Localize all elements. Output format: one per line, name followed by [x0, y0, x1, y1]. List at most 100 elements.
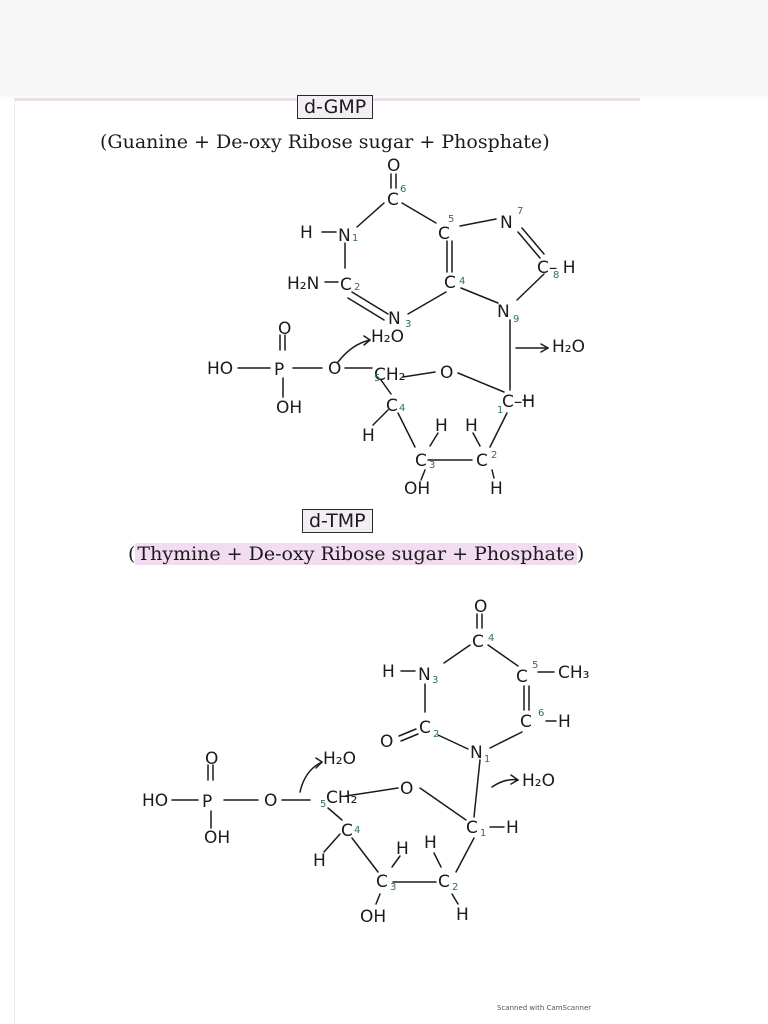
scanner-footer: Scanned with CamScanner [497, 1004, 592, 1012]
dtmp-num-4p: 4 [354, 825, 360, 836]
dtmp-num-3p: 3 [390, 882, 396, 893]
dtmp-ring-o: O [400, 779, 413, 799]
dtmp-ch3: CH₃ [558, 663, 589, 683]
dtmp-h2a: H [424, 833, 437, 853]
dgmp-num-2p: 2 [491, 450, 497, 461]
dgmp-p-oh: OH [276, 398, 302, 418]
dtmp-p-oh: OH [204, 828, 230, 848]
dtmp-c1-prime: C [466, 818, 478, 838]
dtmp-num-2p: 2 [452, 882, 458, 893]
dgmp-c4: C [444, 273, 456, 293]
dtmp-h2o-left: H₂O [323, 749, 356, 769]
dgmp-subtitle-text: Guanine + De-oxy Ribose sugar + Phosphat… [107, 131, 543, 153]
dtmp-h2o-right: H₂O [522, 771, 555, 791]
dgmp-c4-prime: C [386, 396, 398, 416]
dtmp-phosphate-o: O [205, 749, 218, 769]
dgmp-n3: N [388, 309, 401, 329]
dgmp-c2: C [340, 275, 352, 295]
dgmp-subtitle-open: ( [100, 131, 108, 153]
dgmp-num-3p: 3 [429, 460, 435, 471]
dtmp-num-1: 1 [484, 754, 490, 765]
dtmp-num-3: 3 [432, 675, 438, 686]
dgmp-n1: N [338, 226, 351, 246]
dgmp-subtitle: (Guanine + De-oxy Ribose sugar + Phospha… [100, 131, 550, 153]
dtmp-c3-prime: C [376, 872, 388, 892]
dgmp-num-7: 7 [517, 206, 523, 217]
dtmp-c2: C [419, 718, 431, 738]
dtmp-num-4: 4 [488, 633, 494, 644]
dtmp-subtitle-text: Thymine + De-oxy Ribose sugar + Phosphat… [135, 543, 577, 565]
dtmp-o2: O [380, 732, 393, 752]
dgmp-h2o-right: H₂O [552, 337, 585, 357]
dgmp-c3-prime: C [415, 451, 427, 471]
dgmp-num-1: 1 [352, 233, 358, 244]
dtmp-oh3: OH [360, 907, 386, 927]
dgmp-num-4: 4 [459, 276, 465, 287]
dgmp-c6: C [387, 190, 399, 210]
dgmp-ester-o: O [328, 359, 341, 379]
dgmp-c1-prime: C–H [502, 392, 535, 412]
dgmp-phosphate-o: O [278, 319, 291, 339]
dgmp-num-4p: 4 [399, 403, 405, 414]
dtmp-h4: H [313, 851, 326, 871]
margin-line [14, 98, 15, 1024]
dgmp-ring-o: O [440, 363, 453, 383]
dgmp-num-5: 5 [448, 214, 454, 225]
dgmp-subtitle-close: ) [542, 131, 550, 153]
dgmp-n9: N [497, 302, 510, 322]
dgmp-c5-ch2: CH₂ [374, 365, 405, 385]
dtmp-c6: C [520, 712, 532, 732]
dgmp-num-2: 2 [354, 282, 360, 293]
dtmp-ho: HO [142, 791, 168, 811]
dgmp-c5: C [438, 224, 450, 244]
dtmp-subtitle: (Thymine + De-oxy Ribose sugar + Phospha… [128, 543, 584, 565]
dgmp-h2b: H [490, 479, 503, 499]
dtmp-title: d-TMP [302, 509, 373, 533]
dtmp-c5-ch2: CH₂ [326, 788, 357, 808]
dgmp-title: d-GMP [297, 95, 374, 119]
dgmp-num-5p: 5 [374, 373, 380, 384]
dtmp-subtitle-open: ( [128, 543, 136, 565]
dtmp-o4: O [474, 597, 487, 617]
dgmp-num-3: 3 [405, 319, 411, 330]
dtmp-num-2: 2 [433, 729, 439, 740]
dgmp-c2-prime: C [476, 451, 488, 471]
dtmp-c4-prime: C [341, 821, 353, 841]
dgmp-p: P [274, 360, 284, 380]
dtmp-num-5p: 5 [320, 799, 326, 810]
dgmp-h2n: H₂N [287, 274, 319, 294]
dtmp-h6: H [558, 712, 571, 732]
dgmp-h-n1: H [300, 223, 313, 243]
dgmp-num-6: 6 [400, 184, 406, 195]
dtmp-h2b: H [456, 905, 469, 925]
dgmp-h2a: H [465, 416, 478, 436]
dtmp-c2-prime: C [438, 872, 450, 892]
dgmp-num-9: 9 [513, 314, 519, 325]
dgmp-num-1p: 1 [497, 405, 503, 416]
dgmp-h4: H [362, 426, 375, 446]
dtmp-h1: H [506, 818, 519, 838]
dtmp-num-1p: 1 [480, 828, 486, 839]
dtmp-h-n3: H [382, 662, 395, 682]
dgmp-oh3: OH [404, 479, 430, 499]
dgmp-c8: C– H [537, 258, 576, 278]
dtmp-c5: C [516, 667, 528, 687]
dgmp-ho: HO [207, 359, 233, 379]
dtmp-ester-o: O [264, 791, 277, 811]
dgmp-n7: N [500, 213, 513, 233]
dtmp-n3: N [418, 665, 431, 685]
dtmp-num-6: 6 [538, 708, 544, 719]
dtmp-c4: C [472, 632, 484, 652]
dgmp-h2o-left: H₂O [371, 327, 404, 347]
dgmp-num-8: 8 [553, 270, 559, 281]
dgmp-o6: O [387, 156, 400, 176]
dtmp-subtitle-close: ) [576, 543, 585, 565]
dtmp-p: P [202, 792, 212, 812]
dgmp-h3: H [435, 416, 448, 436]
dtmp-n1: N [470, 743, 483, 763]
dtmp-num-5: 5 [532, 660, 538, 671]
dtmp-h3: H [396, 839, 409, 859]
